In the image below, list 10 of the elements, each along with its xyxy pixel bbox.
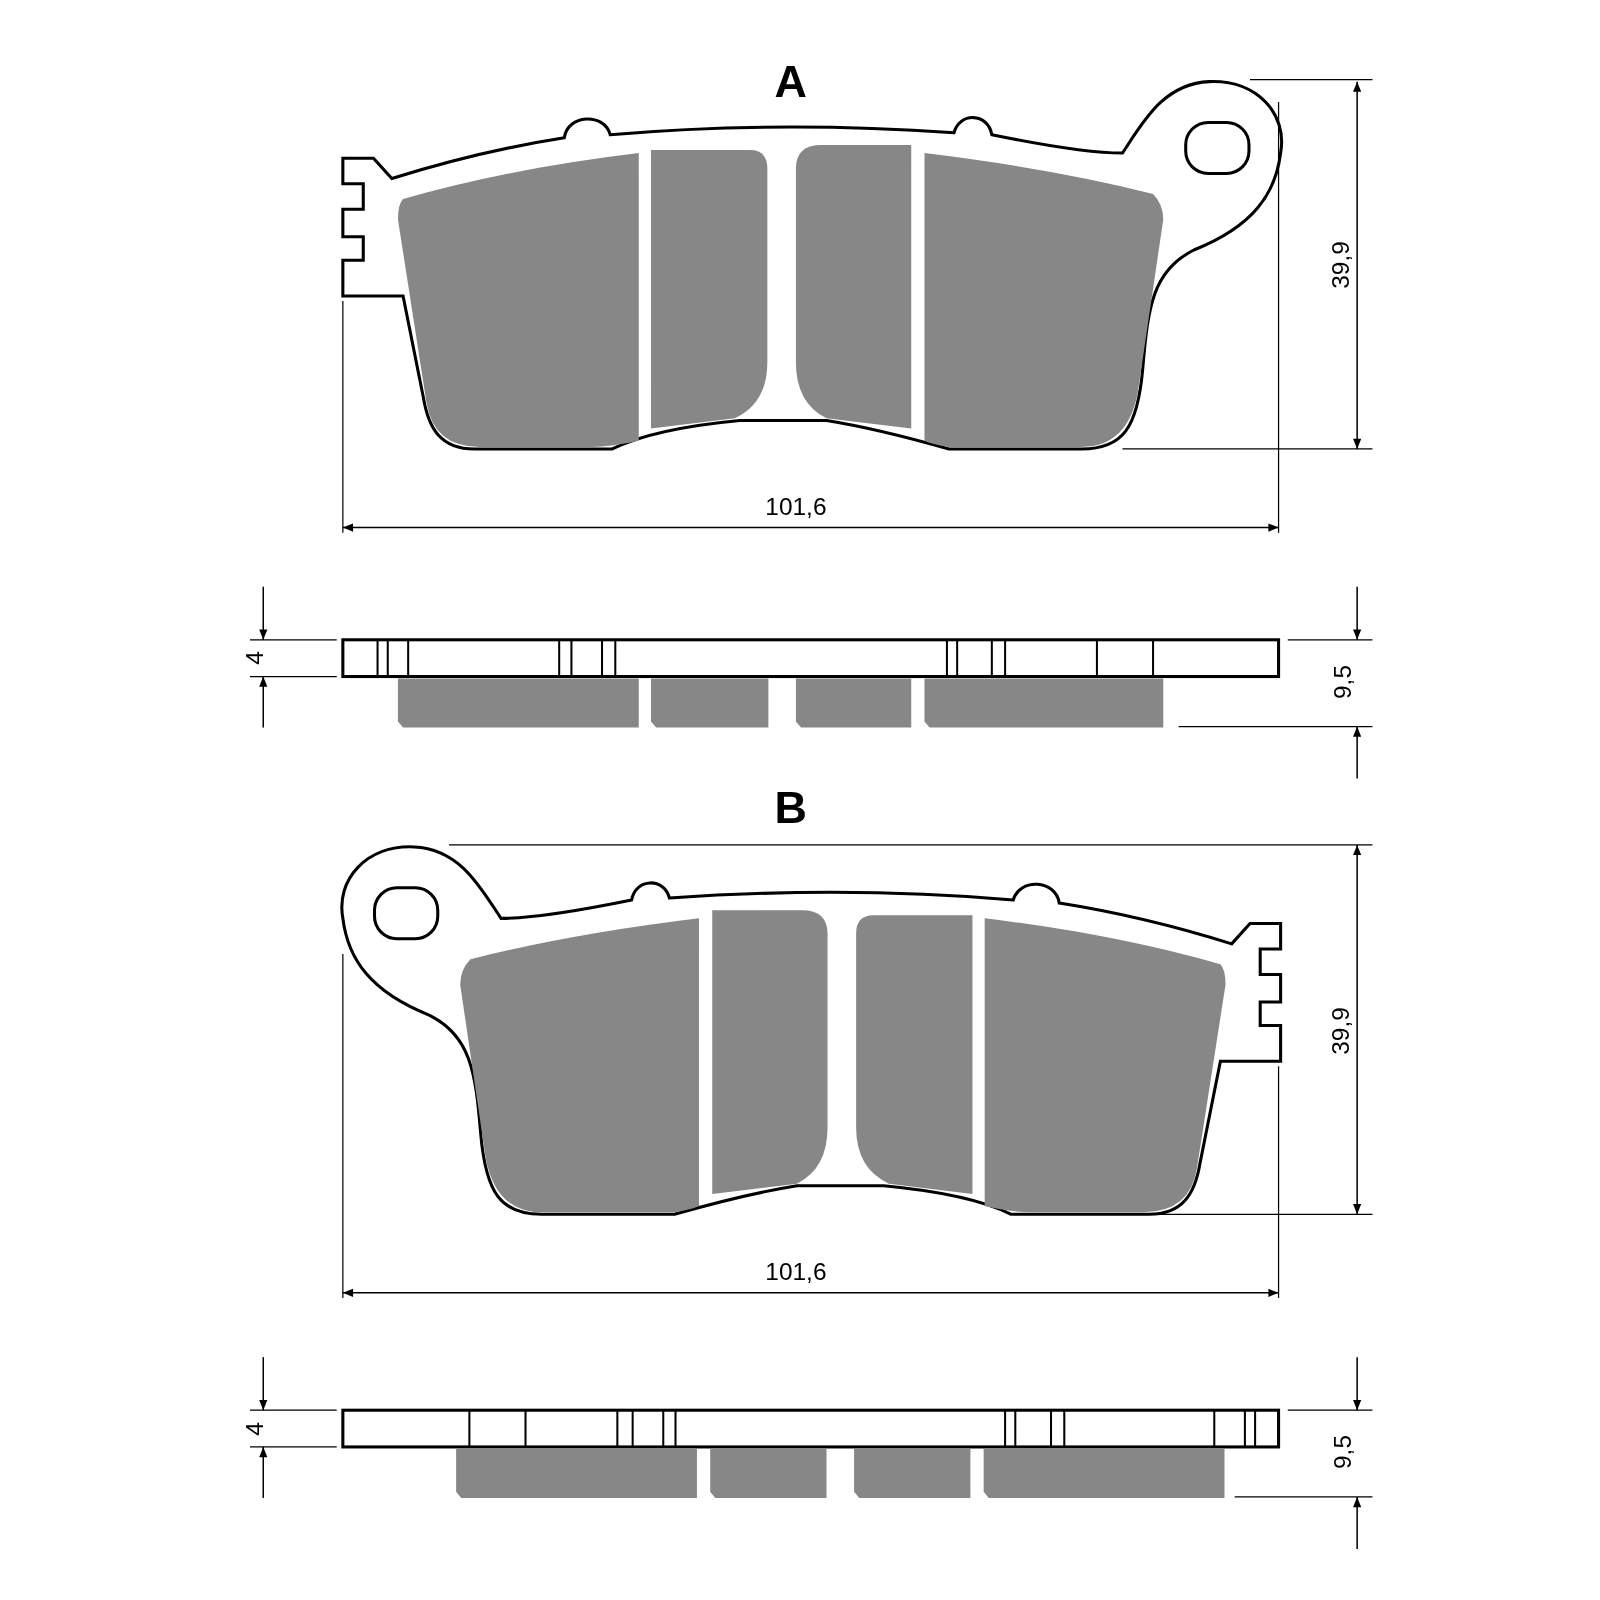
dimension-label: 101,6 — [765, 494, 827, 520]
dimension-label: 39,9 — [1328, 241, 1354, 290]
dimension-label: 9,5 — [1330, 664, 1356, 699]
dimension-label: 9,5 — [1330, 1435, 1356, 1470]
dimension-label: 101,6 — [765, 1260, 827, 1285]
view-label: B — [774, 785, 807, 831]
dimension-label: 4 — [242, 651, 268, 665]
dimension-label: 4 — [242, 1421, 268, 1436]
view-label: A — [774, 59, 807, 105]
dimension-label: 39,9 — [1328, 1006, 1354, 1055]
